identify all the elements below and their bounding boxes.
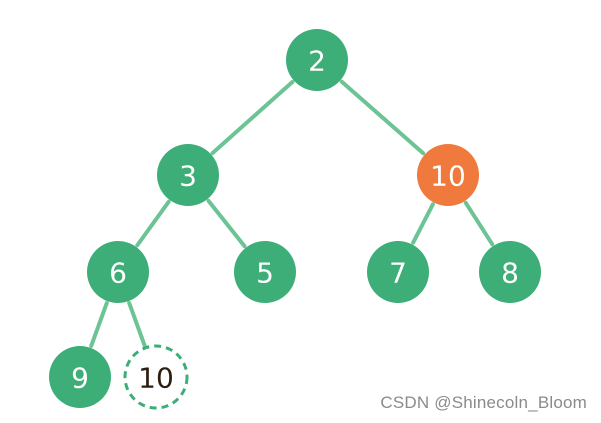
tree-edge-n2-n10 (339, 79, 426, 156)
node-label: 6 (109, 257, 127, 290)
node-circle (479, 241, 541, 303)
node-label: 9 (71, 362, 89, 395)
node-circle (417, 144, 479, 206)
tree-node-n9: 9 (49, 346, 111, 408)
node-label: 3 (179, 160, 197, 193)
node-label: 10 (138, 362, 174, 395)
node-label: 8 (501, 257, 519, 290)
node-circle (234, 241, 296, 303)
tree-edge-n10-n8 (463, 200, 495, 247)
watermark-text: CSDN @Shinecoln_Bloom (380, 393, 587, 412)
node-label: 10 (430, 160, 466, 193)
tree-node-n10: 10 (417, 144, 479, 206)
node-circle (157, 144, 219, 206)
node-circle (123, 344, 189, 410)
tree-edge-n3-n6 (135, 199, 171, 248)
node-circle (87, 241, 149, 303)
tree-edge-n2-n3 (210, 79, 295, 156)
node-label: 7 (389, 257, 407, 290)
tree-node-n2: 2 (286, 29, 348, 91)
tree-edge-n6-n10b (127, 301, 147, 348)
node-layer: 2 3 10 6 5 7 8 9 10 (49, 29, 541, 410)
tree-edge-n6-n9 (89, 301, 109, 348)
node-label: 5 (256, 257, 274, 290)
tree-node-n10b: 10 (123, 344, 189, 410)
tree-node-n7: 7 (367, 241, 429, 303)
tree-edge-n3-n5 (206, 198, 247, 249)
edge-layer (89, 79, 495, 348)
node-circle (367, 241, 429, 303)
tree-edge-n10-n7 (411, 202, 435, 245)
tree-node-n8: 8 (479, 241, 541, 303)
node-circle (286, 29, 348, 91)
tree-node-n6: 6 (87, 241, 149, 303)
tree-node-n5: 5 (234, 241, 296, 303)
node-label: 2 (308, 45, 326, 78)
node-circle (49, 346, 111, 408)
tree-node-n3: 3 (157, 144, 219, 206)
